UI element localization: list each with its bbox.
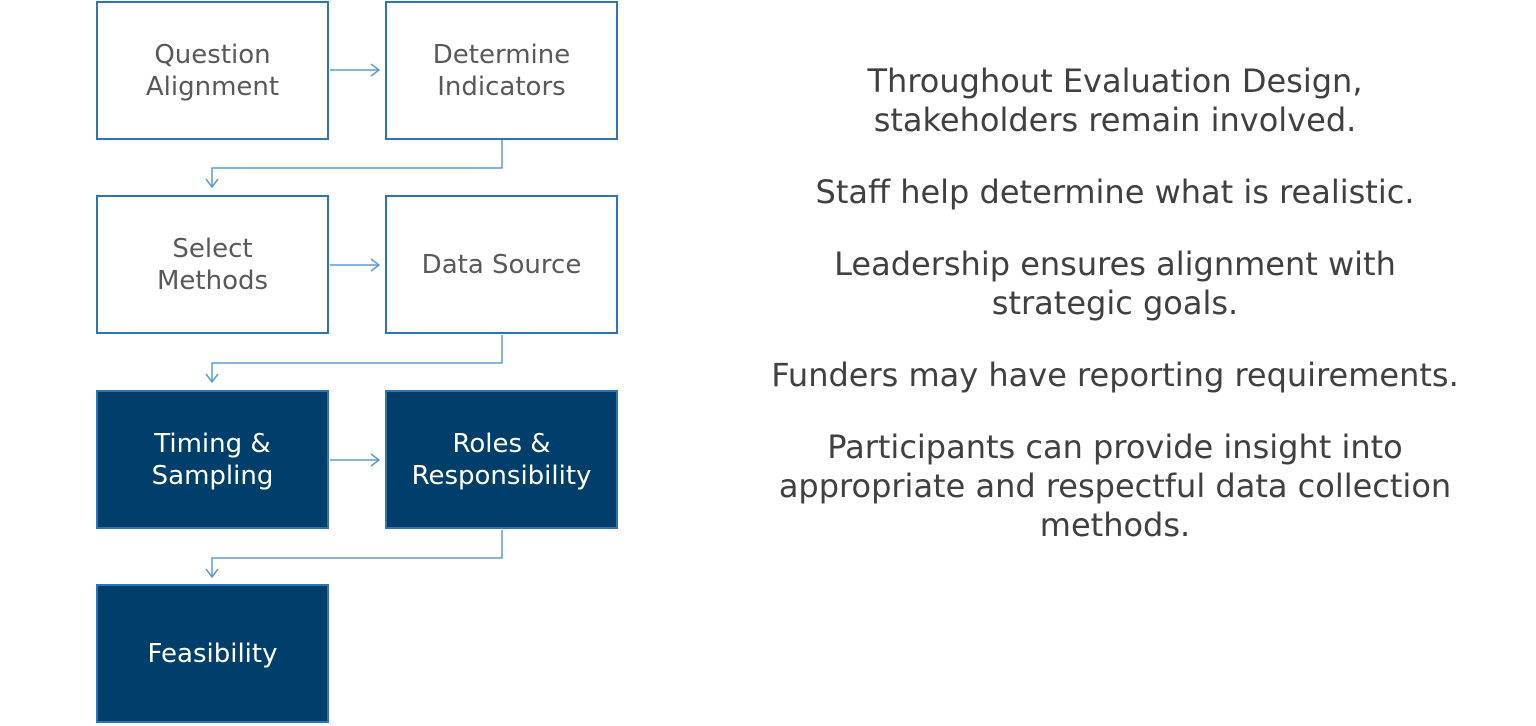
note-throughout-design: Throughout Evaluation Design, stakeholde… <box>867 62 1363 139</box>
step-feasibility: Feasibility <box>96 584 329 723</box>
connector-roles-to-feasibility <box>211 530 503 576</box>
arrow-head <box>205 568 219 579</box>
step-question-alignment: Question Alignment <box>96 1 329 140</box>
note-funders: Funders may have reporting requirements. <box>771 356 1459 394</box>
arrow-head <box>370 453 381 467</box>
step-timing-sampling: Timing & Sampling <box>96 390 329 529</box>
note-staff: Staff help determine what is realistic. <box>815 173 1415 211</box>
arrow-head <box>370 63 381 77</box>
arrow-head <box>205 373 219 384</box>
stakeholder-notes: Throughout Evaluation Design, stakeholde… <box>720 62 1510 578</box>
step-roles-responsibility: Roles & Responsibility <box>385 390 618 529</box>
connector-indicators-to-methods <box>211 140 503 186</box>
step-determine-indicators: Determine Indicators <box>385 1 618 140</box>
connector-datasource-to-timing <box>211 335 503 381</box>
arrow-head <box>205 178 219 189</box>
step-data-source: Data Source <box>385 195 618 334</box>
step-select-methods: Select Methods <box>96 195 329 334</box>
arrow-head <box>370 258 381 272</box>
note-leadership: Leadership ensures alignment with strate… <box>834 245 1396 322</box>
note-participants: Participants can provide insight into ap… <box>778 428 1452 544</box>
